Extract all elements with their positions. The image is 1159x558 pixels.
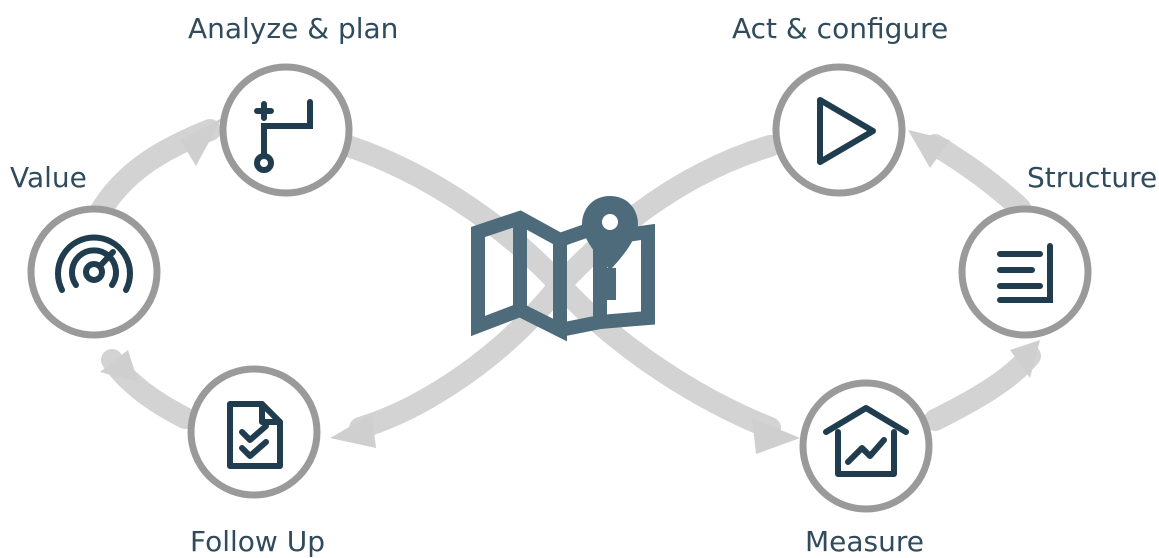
node-act-configure[interactable] bbox=[772, 63, 906, 197]
value-label: Value bbox=[10, 161, 87, 194]
node-follow-up[interactable] bbox=[187, 365, 321, 499]
branch-plus-icon bbox=[254, 99, 313, 173]
act-configure-label: Act & configure bbox=[732, 12, 949, 45]
loop-structure-to-act bbox=[924, 134, 1031, 219]
map-pin-marker bbox=[582, 196, 638, 270]
node-structure[interactable] bbox=[958, 205, 1092, 339]
play-icon bbox=[817, 97, 876, 165]
text-lines-icon bbox=[997, 243, 1053, 303]
map-pin-hole bbox=[602, 214, 618, 230]
loop-center-to-measure bbox=[549, 274, 781, 439]
analyze-plan-label: Analyze & plan bbox=[188, 12, 399, 45]
arrowhead-to-measure bbox=[752, 418, 800, 454]
measure-label: Measure bbox=[805, 525, 924, 558]
house-chart-icon bbox=[823, 405, 909, 477]
loop-analyze-to-center bbox=[337, 135, 571, 296]
arrowhead-to-structure bbox=[1010, 340, 1040, 378]
structure-label: Structure bbox=[1027, 161, 1158, 194]
loop-measure-to-structure bbox=[924, 345, 1041, 431]
node-analyze-plan[interactable] bbox=[219, 63, 353, 197]
loop-act-to-center bbox=[549, 135, 781, 296]
loop-arrowheads bbox=[100, 118, 1040, 454]
arrowhead-to-analyze bbox=[180, 118, 222, 166]
arrowhead-to-value bbox=[100, 350, 138, 382]
arrowhead-to-act bbox=[908, 130, 950, 168]
document-checklist-icon bbox=[227, 401, 283, 469]
arrowhead-to-followup bbox=[330, 414, 376, 448]
node-value[interactable] bbox=[27, 205, 161, 339]
loop-center-to-followup bbox=[349, 274, 571, 439]
follow-up-label: Follow Up bbox=[190, 525, 325, 558]
gauge-icon bbox=[55, 234, 133, 293]
node-measure[interactable] bbox=[799, 379, 933, 513]
